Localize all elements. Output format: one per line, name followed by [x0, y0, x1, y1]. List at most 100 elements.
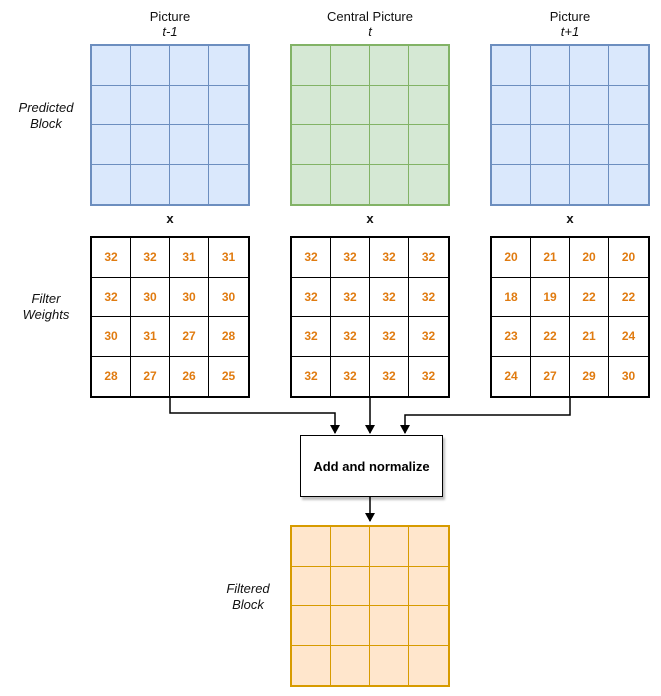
predicted-block-grid-t-plus-1	[490, 44, 650, 206]
grid-cell	[609, 86, 648, 125]
grid-cell: 24	[609, 317, 648, 357]
grid-cell: 32	[92, 277, 131, 317]
picture-title: Picture	[549, 9, 591, 24]
grid-cell: 30	[92, 317, 131, 357]
grid-cell: 30	[621, 369, 636, 384]
grid-cell	[170, 85, 209, 125]
picture-subtitle: t-1	[162, 24, 178, 39]
grid-cell: 30	[170, 277, 209, 317]
grid-cell	[209, 125, 248, 165]
grid-cell	[292, 125, 331, 165]
grid-cell	[370, 125, 409, 165]
grid-cell: 20	[570, 238, 609, 278]
grid-cell: 32	[331, 277, 370, 317]
grid-cell: 32	[409, 278, 448, 317]
grid-cell	[370, 645, 409, 685]
grid-cell	[331, 527, 370, 567]
grid-cell: 31	[209, 238, 248, 278]
grid-cell: 28	[92, 356, 131, 396]
grid-cell: 21	[570, 317, 609, 357]
picture-header-t-minus-1: Picture t-1	[90, 9, 250, 39]
grid-cell: 22	[531, 317, 570, 357]
filtered-block-label: Filtered Block	[226, 581, 270, 612]
grid-cell: 32	[131, 238, 170, 278]
grid-cell	[92, 164, 131, 204]
grid-cell	[292, 164, 331, 204]
grid-cell	[292, 85, 331, 125]
grid-cell	[131, 164, 170, 204]
grid-cell	[209, 46, 248, 86]
picture-subtitle: t+1	[560, 24, 580, 39]
add-and-normalize-box: Add and normalize	[300, 435, 443, 497]
grid-cell	[170, 164, 209, 204]
grid-cell: 22	[609, 278, 648, 317]
grid-cell: 20	[492, 238, 531, 278]
grid-cell	[370, 164, 409, 204]
grid-cell	[331, 46, 370, 86]
grid-cell	[570, 125, 609, 165]
arrow-right-to-add	[400, 398, 571, 434]
grid-cell	[331, 566, 370, 606]
grid-cell: 32	[370, 238, 409, 278]
grid-cell	[331, 85, 370, 125]
grid-cell: 28	[209, 317, 248, 357]
grid-cell: 32	[292, 356, 331, 396]
grid-cell: 31	[131, 317, 170, 357]
grid-cell	[570, 85, 609, 125]
grid-cell: 21	[531, 238, 570, 278]
grid-cell	[209, 165, 248, 205]
grid-cell	[409, 46, 448, 86]
grid-cell: 30	[209, 278, 248, 317]
grid-cell: 29	[570, 356, 609, 396]
picture-title: Picture	[149, 9, 191, 24]
grid-cell: 32	[292, 238, 331, 278]
grid-cell	[370, 566, 409, 606]
predicted-block-grid-t-minus-1	[90, 44, 250, 206]
grid-cell: 32	[421, 369, 436, 384]
grid-cell	[331, 606, 370, 646]
grid-cell: 19	[531, 277, 570, 317]
arrow-left-to-add	[169, 398, 340, 434]
grid-cell: 32	[292, 277, 331, 317]
grid-cell: 31	[170, 238, 209, 278]
picture-title: Central Picture	[327, 9, 413, 24]
grid-cell: 32	[370, 356, 409, 396]
picture-header-t-plus-1: Picture t+1	[490, 9, 650, 39]
grid-cell	[609, 165, 648, 205]
grid-cell	[409, 86, 448, 125]
multiply-operator-left: x	[166, 211, 174, 226]
grid-cell	[531, 85, 570, 125]
grid-cell	[492, 164, 531, 204]
grid-cell: 27	[131, 356, 170, 396]
grid-cell: 22	[570, 277, 609, 317]
grid-cell: 32	[292, 317, 331, 357]
grid-cell	[170, 125, 209, 165]
grid-cell: 32	[331, 317, 370, 357]
grid-cell	[609, 125, 648, 165]
grid-cell: 18	[492, 277, 531, 317]
grid-cell	[492, 125, 531, 165]
grid-cell: 30	[131, 277, 170, 317]
grid-cell: 32	[370, 277, 409, 317]
filter-weights-label: Filter Weights	[22, 291, 70, 322]
add-and-normalize-label: Add and normalize	[313, 458, 430, 474]
grid-cell	[570, 46, 609, 86]
grid-cell	[531, 46, 570, 86]
grid-cell	[531, 164, 570, 204]
picture-header-central-t: Central Picture t	[290, 9, 450, 39]
multiply-operator-right: x	[566, 211, 574, 226]
central-picture-grid-t	[290, 44, 450, 206]
grid-cell	[331, 164, 370, 204]
grid-cell: 23	[492, 317, 531, 357]
grid-cell: 27	[531, 356, 570, 396]
grid-cell	[92, 125, 131, 165]
grid-cell	[370, 606, 409, 646]
grid-cell	[92, 85, 131, 125]
grid-cell: 24	[492, 356, 531, 396]
grid-cell	[131, 125, 170, 165]
grid-cell	[292, 527, 331, 567]
grid-cell	[409, 567, 448, 606]
